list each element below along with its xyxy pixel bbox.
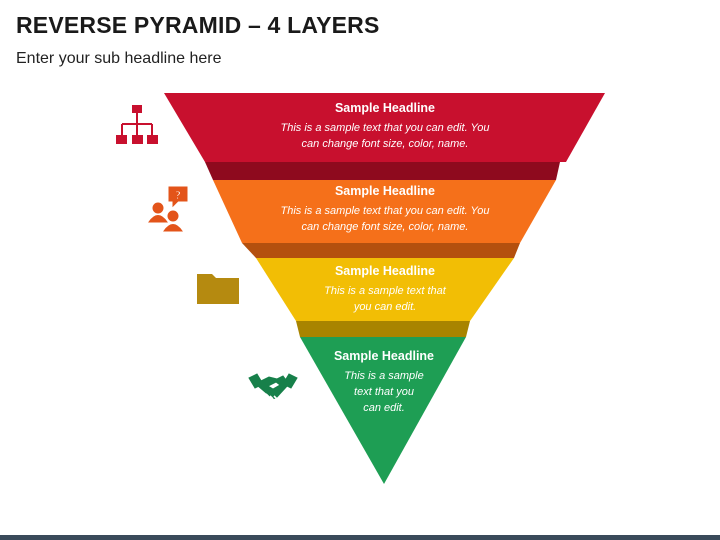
layer-1-band[interactable] xyxy=(164,93,605,162)
layer-2-headline: Sample Headline xyxy=(334,184,436,198)
user-question-icon: ? xyxy=(148,186,188,232)
layer-2-body: This is a sample text that you can edit.… xyxy=(280,205,490,233)
layer-3-body: This is a sample text that you can edit. xyxy=(324,285,446,313)
layer-3-band[interactable] xyxy=(256,258,514,321)
layer-2-band[interactable] xyxy=(213,180,556,243)
layer-2-shadow xyxy=(242,243,520,258)
page-title: REVERSE PYRAMID – 4 LAYERS xyxy=(16,12,380,38)
layer-1-headline: Sample Headline xyxy=(334,101,436,115)
layer-1-shadow xyxy=(205,162,560,180)
folder-icon xyxy=(197,274,239,304)
layer-3-text: Sample Headline This is a sample text th… xyxy=(275,263,495,315)
layer-3-shadow xyxy=(296,321,470,337)
layer-3-headline: Sample Headline xyxy=(334,264,436,278)
layer-4-text: Sample Headline This is a sample text th… xyxy=(314,348,454,416)
layer-4-body: This is a sample text that you can edit. xyxy=(344,370,424,414)
org-chart-icon xyxy=(116,105,158,144)
layer-2-text: Sample Headline This is a sample text th… xyxy=(235,183,535,235)
footer-bar xyxy=(0,535,720,540)
layer-4-triangle[interactable] xyxy=(300,337,466,484)
layer-4-headline: Sample Headline xyxy=(333,349,435,363)
handshake-icon xyxy=(248,373,298,400)
layer-1-body: This is a sample text that you can edit.… xyxy=(280,122,490,150)
layer-1-text: Sample Headline This is a sample text th… xyxy=(215,100,555,152)
svg-text:?: ? xyxy=(175,189,181,202)
page-subtitle: Enter your sub headline here xyxy=(16,50,222,67)
